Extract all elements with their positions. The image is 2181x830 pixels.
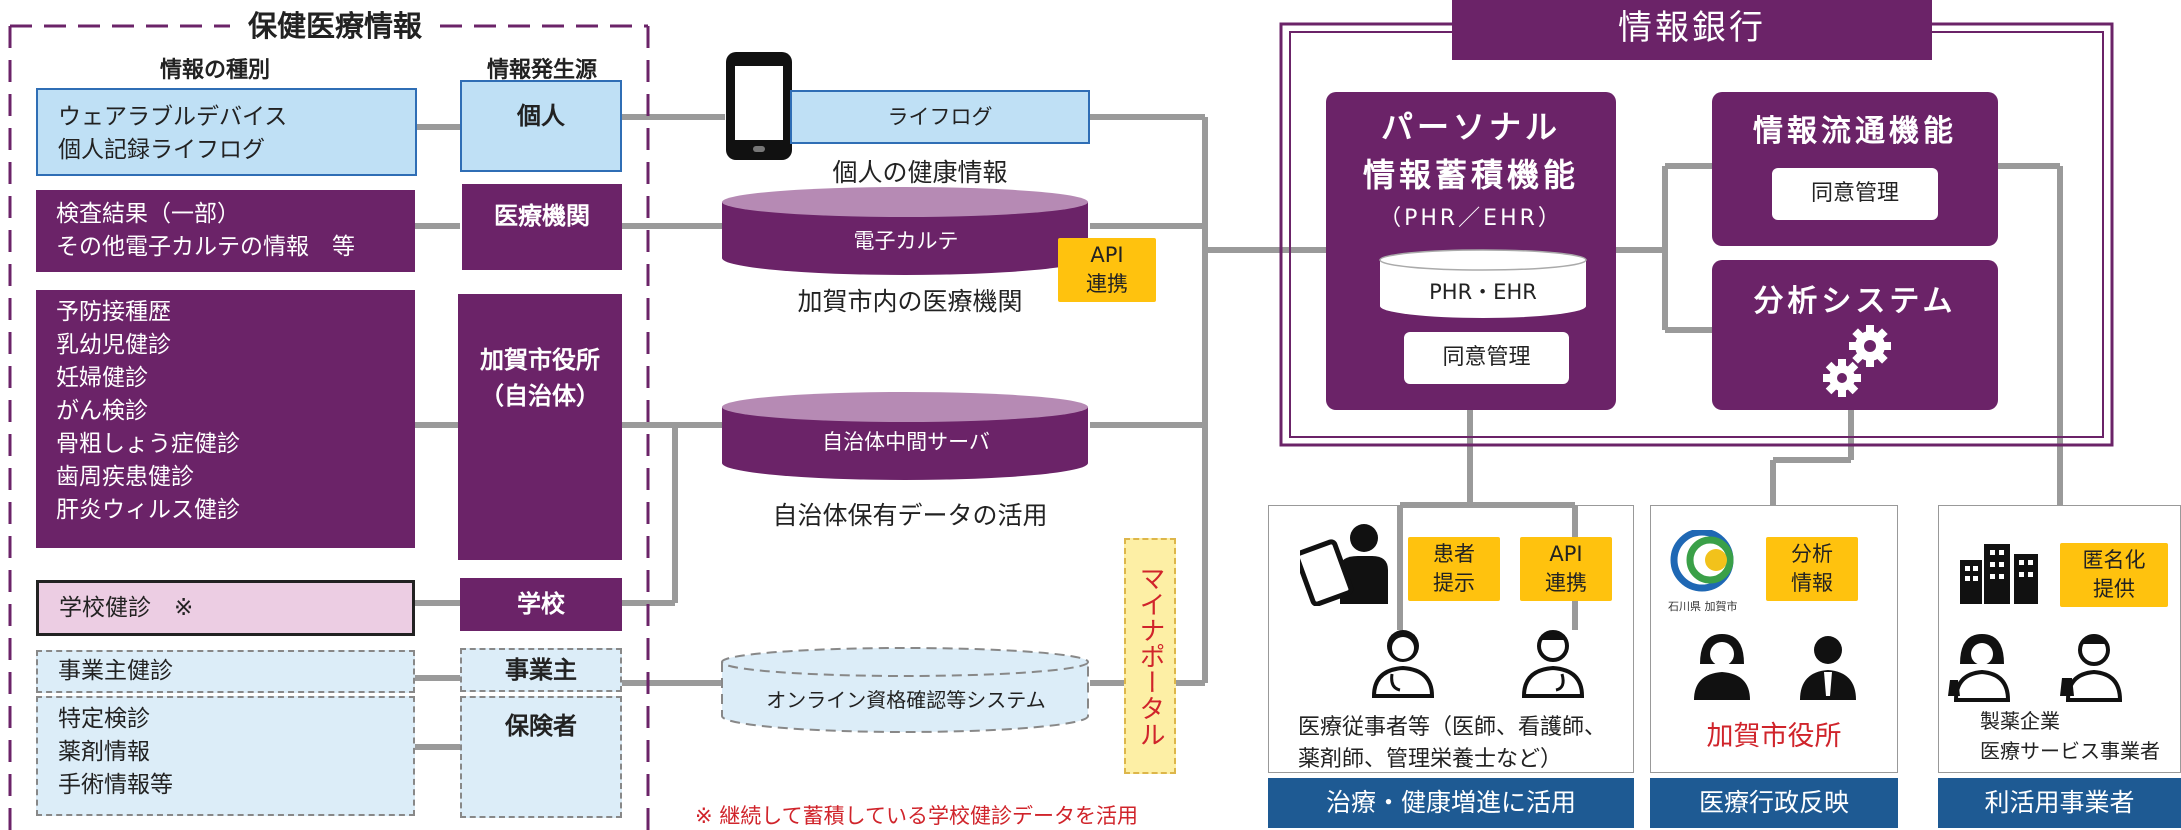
phr-database <box>1379 249 1587 318</box>
personal-title-line2: 情報蓄積機能 <box>1362 156 1579 194</box>
patient-presentation-badge: 患者 提示 <box>1408 537 1500 601</box>
online-system-label: オンライン資格確認等システム <box>766 688 1046 712</box>
analysis-info-badge: 分析 情報 <box>1766 537 1858 601</box>
mynaportal-label: マイナポータル <box>1124 538 1176 774</box>
analysis-module: 分析システム <box>1712 260 1998 410</box>
female-doctor-icon <box>1371 630 1435 698</box>
male-staff-icon <box>1800 636 1856 700</box>
personal-title-line1: パーソナル <box>1380 108 1561 146</box>
business-desc-line: 製薬企業 <box>1980 709 2060 733</box>
type-line: 予防接種歴 <box>56 299 171 325</box>
type-line: 事業主健診 <box>58 658 173 684</box>
municipal-server-database <box>722 392 1088 480</box>
medical-desc-line: 医療従事者等（医師、看護師、 <box>1298 715 1607 740</box>
city-use-bar: 医療行政反映 <box>1650 778 1898 828</box>
kaga-city-logo-text: 石川県 加賀市 <box>1668 600 1738 613</box>
researcher-female-icon <box>1948 634 2011 702</box>
type-line: ウェアラブルデバイス <box>58 104 288 130</box>
source-box-school: 学校 <box>460 578 622 631</box>
type-line: 肝炎ウィルス健診 <box>56 497 240 523</box>
source-box-medical: 医療機関 <box>462 184 622 270</box>
lifelog-box: ライフログ <box>790 90 1090 144</box>
consent-management-1: 同意管理 <box>1404 332 1569 384</box>
distribution-title: 情報流通機能 <box>1753 114 1957 149</box>
emr-database <box>722 187 1088 275</box>
male-doctor-icon <box>1521 630 1585 698</box>
type-box-medical: 検査結果（一部） その他電子カルテの情報 等 <box>36 190 415 272</box>
office-building-icon <box>1960 544 2038 604</box>
gears-icon <box>1823 325 1891 397</box>
medical-user-panel <box>1268 505 1634 773</box>
type-line: 歯周疾患健診 <box>56 464 194 490</box>
source-box-employer: 事業主 <box>460 648 622 692</box>
distribution-module: 情報流通機能 同意管理 <box>1712 92 1998 246</box>
type-box-municipal: 予防接種歴 乳幼児健診 妊婦健診 がん検診 骨粗しょう症健診 歯周疾患健診 肝炎… <box>36 290 415 548</box>
medical-staff-description: 医療従事者等（医師、看護師、 薬剤師、管理栄養士など） <box>1298 712 1638 776</box>
female-staff-icon <box>1694 634 1750 700</box>
personal-storage-module: パーソナル 情報蓄積機能 （PHR／EHR） PHR・EHR 同意管理 <box>1326 92 1616 410</box>
type-line: 乳幼児健診 <box>56 332 171 358</box>
medical-desc-line: 薬剤師、管理栄養士など） <box>1298 747 1563 772</box>
municipal-caption: 自治体保有データの活用 <box>772 501 1048 530</box>
anonymized-provision-badge: 匿名化 提供 <box>2060 543 2168 607</box>
source-box-insurer: 保険者 <box>460 696 622 818</box>
type-line: 特定検診 <box>58 706 150 732</box>
type-line: 学校健診 ※ <box>59 595 194 621</box>
type-box-school: 学校健診 ※ <box>36 580 415 636</box>
type-line: 個人記録ライフログ <box>58 137 265 163</box>
info-bank-title: 情報銀行 <box>1452 0 1932 60</box>
city-user-panel <box>1650 505 1898 773</box>
personal-subtitle: （PHR／EHR） <box>1379 206 1563 231</box>
api-badge-emr: API 連携 <box>1058 238 1156 302</box>
emr-caption: 加賀市内の医療機関 <box>797 287 1023 316</box>
type-line: その他電子カルテの情報 等 <box>56 234 355 260</box>
type-box-employer: 事業主健診 <box>36 650 415 693</box>
source-box-personal: 個人 <box>460 80 622 172</box>
business-use-bar: 利活用事業者 <box>1938 778 2181 828</box>
doctor-tablet-icon <box>1300 524 1388 606</box>
business-description: 製薬企業 医療サービス事業者 <box>1980 706 2180 766</box>
type-line: 骨粗しょう症健診 <box>56 431 240 457</box>
emr-label: 電子カルテ <box>853 229 959 253</box>
kaga-city-logo <box>1670 530 1734 592</box>
source-column-header: 情報発生源 <box>486 58 597 83</box>
school-data-footnote: ※ 継続して蓄積している学校健診データを活用 <box>695 804 1139 828</box>
online-system-database <box>721 647 1089 733</box>
type-line: 手術情報等 <box>58 772 173 798</box>
consent-management-2: 同意管理 <box>1772 168 1938 220</box>
type-line: 薬剤情報 <box>58 739 150 765</box>
analysis-title: 分析システム <box>1753 284 1957 319</box>
type-box-insurer: 特定検診 薬剤情報 手術情報等 <box>36 696 415 816</box>
source-box-municipal: 加賀市役所（自治体） <box>458 294 622 560</box>
smartphone-icon <box>726 52 792 160</box>
kaga-city-office-name: 加賀市役所 <box>1706 721 1842 752</box>
section-title: 保健医療情報 <box>240 2 430 50</box>
business-desc-line: 医療サービス事業者 <box>1980 739 2160 763</box>
medical-use-bar: 治療・健康増進に活用 <box>1268 778 1634 828</box>
type-column-header: 情報の種別 <box>159 58 270 83</box>
type-box-personal: ウェアラブルデバイス 個人記録ライフログ <box>36 88 417 176</box>
lifelog-caption: 個人の健康情報 <box>832 158 1008 187</box>
researcher-male-icon <box>2060 634 2123 702</box>
municipal-server-label: 自治体中間サーバ <box>822 430 990 454</box>
phr-label: PHR・EHR <box>1429 280 1537 304</box>
type-line: がん検診 <box>56 398 148 424</box>
type-line: 妊婦健診 <box>56 365 148 391</box>
api-badge-medical: API 連携 <box>1520 537 1612 601</box>
type-line: 検査結果（一部） <box>56 201 240 227</box>
